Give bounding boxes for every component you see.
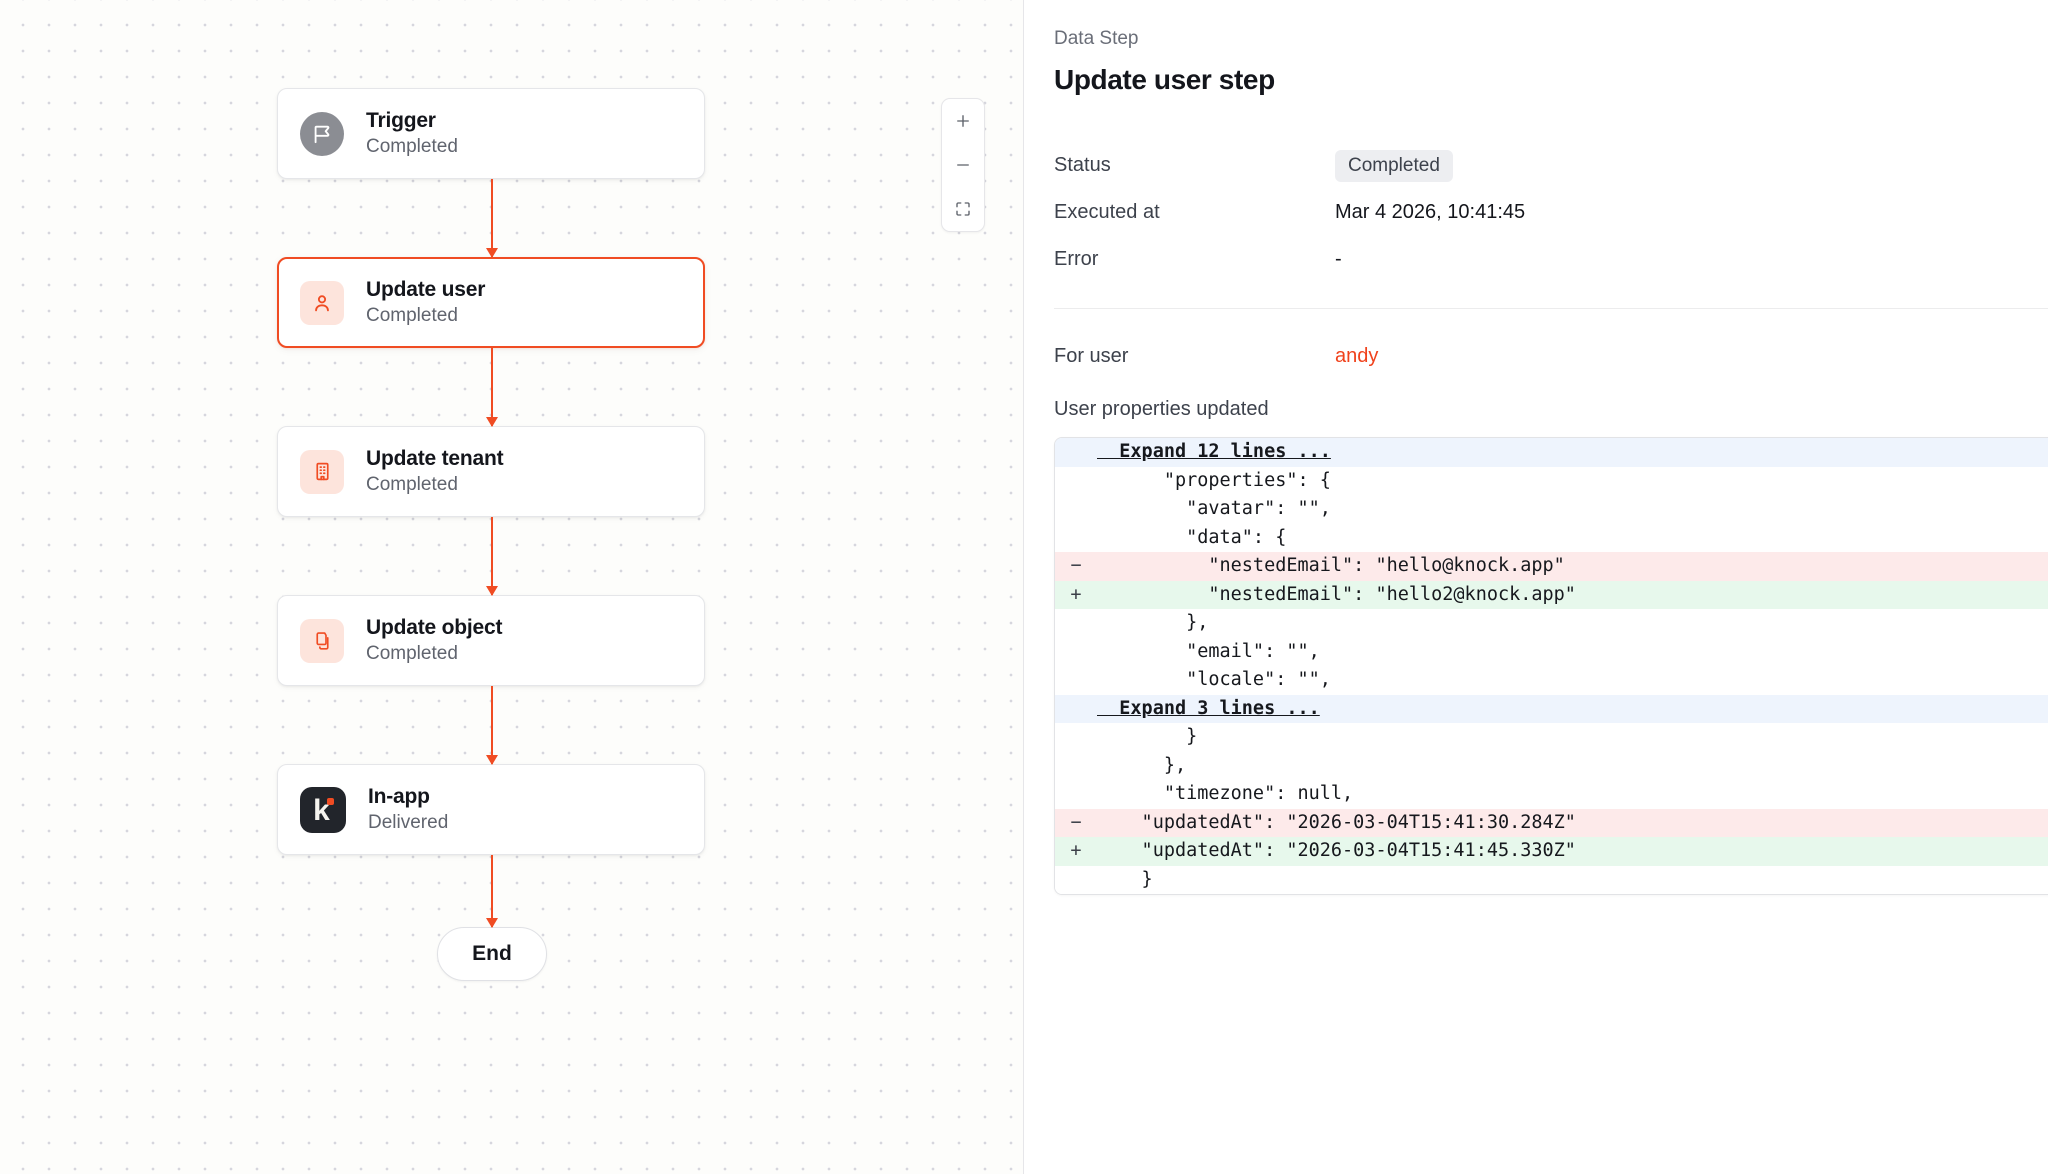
zoom-out-button[interactable] <box>942 143 984 187</box>
zoom-in-button[interactable] <box>942 99 984 143</box>
diff-code: "nestedEmail": "hello@knock.app" <box>1097 555 1565 577</box>
building-icon <box>300 449 344 494</box>
workflow-node-in-app[interactable]: k In-app Delivered <box>277 764 705 855</box>
field-label: Error <box>1054 248 1099 270</box>
workflow-graph: Trigger Completed Update user <box>277 88 707 981</box>
diff-gutter: − <box>1070 555 1082 577</box>
workflow-node-update-user[interactable]: Update user Completed <box>277 257 705 348</box>
diff-gutter: − <box>1070 811 1082 833</box>
step-detail-panel: Data Step Update user step Status Comple… <box>1024 0 2048 1174</box>
connector-arrow <box>277 348 707 427</box>
node-status: Completed <box>366 136 458 157</box>
diff-row-added: + "updatedAt": "2026-03-04T15:41:45.330Z… <box>1055 837 2048 866</box>
fit-view-button[interactable] <box>942 187 984 231</box>
diff-row-removed: − "nestedEmail": "hello@knock.app" <box>1055 552 2048 581</box>
diff-code: }, <box>1097 612 1209 634</box>
field-value: Completed <box>1335 149 1453 182</box>
diff-row: }, <box>1055 609 2048 638</box>
workflow-node-end[interactable]: End <box>437 927 547 981</box>
diff-row: } <box>1055 865 2048 894</box>
canvas-zoom-controls <box>941 98 985 232</box>
node-title: Update user <box>366 278 486 301</box>
diff-code: "avatar": "", <box>1097 498 1331 520</box>
field-error: Error - <box>1054 236 2048 283</box>
knock-logo-icon: k <box>300 786 346 833</box>
field-executed-at: Executed at Mar 4 2026, 10:41:45 <box>1054 189 2048 236</box>
diff-code: "nestedEmail": "hello2@knock.app" <box>1097 583 1576 605</box>
field-status: Status Completed <box>1054 142 2048 189</box>
node-status: Delivered <box>368 812 449 833</box>
diff-row-added: + "nestedEmail": "hello2@knock.app" <box>1055 580 2048 609</box>
diff-code: "updatedAt": "2026-03-04T15:41:45.330Z" <box>1097 840 1576 862</box>
diff-row: "properties": { <box>1055 466 2048 495</box>
connector-arrow <box>277 855 707 928</box>
field-value: Mar 4 2026, 10:41:45 <box>1335 201 1526 223</box>
diff-row: "locale": "", <box>1055 666 2048 695</box>
diff-row: }, <box>1055 751 2048 780</box>
connector-arrow <box>277 179 707 258</box>
diff-gutter: + <box>1070 583 1082 605</box>
diff-code: "properties": { <box>1097 469 1331 491</box>
diff-expand-row[interactable]: Expand 3 lines ... <box>1055 694 2048 723</box>
diff-expand-row[interactable]: Expand 12 lines ... <box>1055 438 2048 467</box>
field-label: Executed at <box>1054 201 1160 223</box>
diff-code: "data": { <box>1097 526 1287 548</box>
user-link[interactable]: andy <box>1335 345 1379 367</box>
diff-expand-link[interactable]: Expand 3 lines ... <box>1097 697 1320 719</box>
properties-updated-label: User properties updated <box>1054 398 1269 420</box>
copy-icon <box>300 618 344 663</box>
diff-gutter: + <box>1070 840 1082 862</box>
diff-expand-link[interactable]: Expand 12 lines ... <box>1097 441 1331 463</box>
page-title: Update user step <box>1054 64 1275 95</box>
node-title: Update tenant <box>366 447 504 470</box>
step-type-label: Data Step <box>1054 28 1139 49</box>
field-label: For user <box>1054 345 1129 367</box>
diff-code: "email": "", <box>1097 640 1320 662</box>
diff-row: "timezone": null, <box>1055 780 2048 809</box>
properties-diff-viewer[interactable]: Expand 12 lines ... "properties": { "ava… <box>1054 437 2048 895</box>
node-status: Completed <box>366 474 458 495</box>
diff-row: "avatar": "", <box>1055 495 2048 524</box>
field-value: - <box>1335 248 1342 270</box>
connector-arrow <box>277 517 707 596</box>
diff-code: "updatedAt": "2026-03-04T15:41:30.284Z" <box>1097 811 1576 833</box>
section-divider <box>1054 308 2048 309</box>
flag-icon <box>300 111 344 156</box>
node-title: In-app <box>368 785 430 808</box>
node-status: Completed <box>366 643 458 664</box>
diff-row: "data": { <box>1055 523 2048 552</box>
node-title: Update object <box>366 616 503 639</box>
diff-code: } <box>1097 868 1153 890</box>
diff-code: }, <box>1097 754 1187 776</box>
diff-code: } <box>1097 726 1198 748</box>
diff-row-removed: − "updatedAt": "2026-03-04T15:41:30.284Z… <box>1055 808 2048 837</box>
field-label: Status <box>1054 154 1111 176</box>
diff-code: "locale": "", <box>1097 669 1331 691</box>
diff-row: } <box>1055 723 2048 752</box>
node-status: Completed <box>366 305 458 326</box>
workflow-node-trigger[interactable]: Trigger Completed <box>277 88 705 179</box>
field-for-user: For user andy <box>1054 333 2048 380</box>
user-icon <box>300 280 344 325</box>
workflow-canvas[interactable]: Trigger Completed Update user <box>0 0 1024 1174</box>
workflow-node-update-object[interactable]: Update object Completed <box>277 595 705 686</box>
diff-row: "email": "", <box>1055 637 2048 666</box>
connector-arrow <box>277 686 707 765</box>
diff-code: "timezone": null, <box>1097 783 1354 805</box>
node-title: Trigger <box>366 109 436 132</box>
workflow-node-update-tenant[interactable]: Update tenant Completed <box>277 426 705 517</box>
status-badge: Completed <box>1335 149 1453 182</box>
